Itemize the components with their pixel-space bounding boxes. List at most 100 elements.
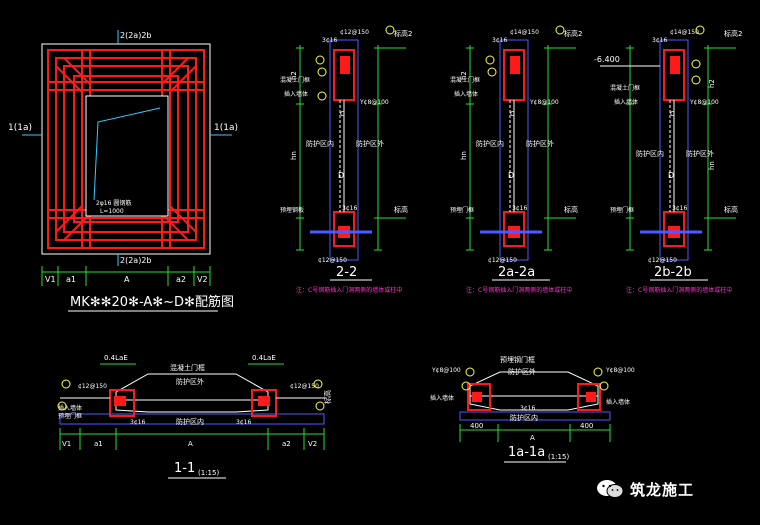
section-2b-2b-title: 2b-2b	[654, 265, 692, 280]
section-1a-1a-title: 1a-1a	[508, 445, 545, 460]
section-2-2-note: 注：C号钢筋插入门洞两侧的墙体或柱中	[296, 286, 402, 294]
section-2b-2b-label-door: 预埋门框	[610, 206, 634, 214]
section-2a-2a-top-rebar: ¢14@150	[510, 29, 539, 36]
section-1a-1a-label-wall-left: 插入墙体	[430, 394, 454, 402]
section-2b-2b-c: C	[670, 110, 675, 118]
section-1a-1a-label-wall-right: 插入墙体	[606, 398, 630, 406]
section-1a-1a-dim-right: 400	[580, 422, 593, 430]
plan-dim-v2: V2	[197, 275, 208, 284]
section-2-2-c: C	[340, 110, 345, 118]
watermark-text: 筑龙施工	[630, 480, 695, 499]
section-1-1-scale: (1:15)	[198, 469, 219, 477]
section-1-1-title: 1-1	[174, 461, 195, 476]
section-2b-2b-elev2: 标高2	[724, 29, 742, 38]
section-1-1-door-outline	[115, 373, 269, 413]
plan-top-label: 2(2a)2b	[120, 31, 152, 40]
plan-outline	[41, 43, 211, 255]
section-2b-2b-elev: 标高	[724, 205, 738, 214]
section-1a-1a-rebar-right: Y¢8@100	[605, 367, 635, 374]
plan-dim-a1: a1	[66, 275, 76, 284]
plan-view: 2φ16 圆钢筋 L=1000 2(2a)2b 2(2a)2b 1(1a) 1(…	[8, 30, 238, 312]
section-2-2-title: 2-2	[336, 265, 357, 280]
section-2-2-rebar-a: 3¢16	[322, 37, 337, 44]
plan-dim-a: A	[124, 275, 130, 284]
plan-opening	[85, 95, 169, 217]
section-2-2-bottom-rebar: ¢12@150	[318, 257, 347, 264]
section-1-1-rebar-bottom-left: 3¢16	[130, 419, 145, 426]
section-2-2-elev2: 标高2	[394, 29, 412, 38]
section-2b-2b: -6.400 D ¢14@150 3¢16 混凝土门框 插入墙体 Y¢8@100…	[594, 25, 742, 294]
section-1a-1a-label-inside: 防护区内	[510, 413, 538, 422]
plan-rebar-bent	[93, 107, 161, 201]
section-2-2-hn: hn	[290, 151, 298, 160]
section-2b-2b-label-outside: 防护区外	[686, 149, 714, 158]
section-2-2-label-outside: 防护区外	[356, 139, 384, 148]
section-2a-2a-h2: h2	[460, 71, 468, 80]
section-1a-1a-rebar-left: Y¢8@100	[431, 367, 461, 374]
plan-title: MK✻✻20✻-A✻~D✻配筋图	[70, 294, 234, 310]
section-2a-2a-c: C	[510, 110, 515, 118]
section-1-1-label-inside: 防护区内	[176, 417, 204, 426]
plan-dim-v1: V1	[45, 275, 56, 284]
section-2-2-label-plate: 预埋钢板	[280, 206, 304, 214]
section-2a-2a-label-y8: Y¢8@100	[529, 99, 559, 106]
section-2b-2b-h2: h2	[708, 79, 716, 88]
section-1a-1a-rebar-bottom: 3¢16	[520, 405, 535, 412]
section-2a-2a-rebar-a: 3¢16	[492, 37, 507, 44]
plan-right-label: 1(1a)	[214, 123, 238, 133]
section-2b-2b-label-frame: 混凝土门框	[610, 84, 640, 92]
section-2-2: D ¢12@150 3¢16 混凝土门框 插入墙体 Y¢8@100 防护区内 防…	[280, 25, 412, 294]
section-2a-2a-elev: 标高	[564, 205, 578, 214]
section-1-1-top-left: 0.4LaE	[104, 354, 128, 362]
section-1-1-label-wall: 插入墙体	[58, 404, 82, 412]
section-2b-2b-bottom-rebar: ¢12@150	[648, 257, 677, 264]
section-2b-2b-label-inside: 防护区内	[636, 149, 664, 158]
section-2-2-elev: 标高	[394, 205, 408, 214]
section-1a-1a-label-frame: 预埋钢门框	[500, 355, 535, 364]
section-2-2-top-rebar: ¢12@150	[340, 29, 369, 36]
section-2-2-d: D	[338, 171, 344, 180]
section-2-2-label-frame: 混凝土门框	[280, 76, 310, 84]
section-2a-2a-hn: hn	[460, 151, 468, 160]
plan-left-label: 1(1a)	[8, 123, 32, 133]
plan-rebar-length: L=1000	[100, 208, 124, 215]
section-1-1-label-frame: 混凝土门框	[170, 363, 205, 372]
section-2a-2a-title: 2a-2a	[498, 265, 535, 280]
section-2b-2b-elevation: -6.400	[594, 55, 620, 64]
section-2a-2a-rebar-b: 3¢16	[512, 205, 527, 212]
section-2-2-label-inside: 防护区内	[306, 139, 334, 148]
plan-bottom-label: 2(2a)2b	[120, 256, 152, 265]
section-2a-2a-label-door: 预埋门框	[450, 206, 474, 214]
section-2b-2b-top-rebar: ¢14@150	[670, 29, 699, 36]
section-1-1-rebar-left: ¢12@150	[78, 383, 107, 390]
section-2-2-label-wall: 插入墙体	[284, 90, 308, 98]
section-2b-2b-label-wall: 插入墙体	[614, 98, 638, 106]
section-1-1-label-door: 预埋门框	[58, 412, 82, 420]
section-1a-1a-dim-a: A	[530, 434, 535, 442]
section-1a-1a-label-outside: 防护区外	[508, 367, 536, 376]
section-2b-2b-note: 注：C号钢筋插入门洞两侧的墙体或柱中	[626, 286, 732, 294]
section-1a-1a-dim-left: 400	[470, 422, 483, 430]
section-1a-1a-scale: (1:15)	[548, 453, 569, 461]
section-2-2-h2: h2	[290, 71, 298, 80]
section-2b-2b-hn: hn	[708, 161, 716, 170]
section-1a-1a: 预埋钢门框 防护区外 防护区内 Y¢8@100 Y¢8@100 插入墙体 插入墙…	[430, 355, 635, 463]
section-2a-2a-label-wall: 插入墙体	[454, 90, 478, 98]
section-2b-2b-d: D	[668, 171, 674, 180]
section-2b-2b-label-y8: Y¢8@100	[689, 99, 719, 106]
section-2-2-concrete	[329, 39, 359, 261]
section-1-1-dim-a2: a2	[282, 440, 291, 448]
section-1a-1a-door-outline	[469, 371, 599, 411]
plan-rebar-note: 2φ16 圆钢筋	[96, 199, 131, 207]
section-2a-2a-bottom-rebar: ¢12@150	[488, 257, 517, 264]
section-2b-2b-rebar-a: 3¢16	[652, 37, 667, 44]
section-2-2-label-y8: Y¢8@100	[359, 99, 389, 106]
section-1-1-rebar-right: ¢12@150	[290, 383, 319, 390]
section-1-1-dim-v1: V1	[62, 440, 71, 448]
section-1-1-top-right: 0.4LaE	[252, 354, 276, 362]
section-2-2-rebar-b: 3¢16	[342, 205, 357, 212]
section-2b-2b-rebar-b: 3¢16	[672, 205, 687, 212]
section-1-1-elev: 标高	[323, 390, 332, 404]
watermark: 筑龙施工	[596, 478, 694, 500]
